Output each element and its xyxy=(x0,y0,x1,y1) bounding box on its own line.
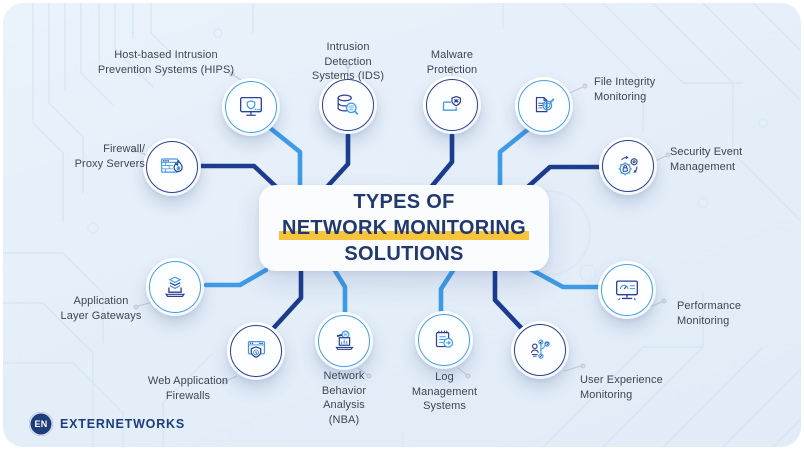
infographic-card: Host-based Intrusion Prevention Systems … xyxy=(3,3,801,447)
node-hips-label: Host-based Intrusion Prevention Systems … xyxy=(97,49,235,76)
gears-lock-icon xyxy=(618,155,638,176)
node-performance xyxy=(598,261,656,319)
laptop-layers-icon xyxy=(164,276,186,297)
node-app-layer-label: Application Layer Gateways xyxy=(60,295,142,322)
user-journey-icon xyxy=(530,339,550,359)
node-nba xyxy=(315,312,373,370)
node-firewall-label: Firewall/ Proxy Servers xyxy=(74,143,145,170)
node-web-app-firewall-label: Web Application Firewalls xyxy=(147,375,229,402)
connector-app-layer xyxy=(203,267,269,288)
logo-en-badge: EN xyxy=(29,412,53,436)
node-log-management-label: Log Management Systems xyxy=(411,371,478,413)
node-nba-label: Network Behavior Analysis (NBA) xyxy=(321,370,367,426)
connector-ids xyxy=(323,132,351,191)
connector-nba xyxy=(331,266,348,316)
node-ids-label: Intrusion Detection Systems (IDS) xyxy=(311,41,385,83)
connector-web-app-firewall xyxy=(267,267,304,335)
title-line-2-highlighted: NETWORK MONITORING xyxy=(279,215,529,241)
node-malware-label: Malware Protection xyxy=(426,49,478,76)
node-ids xyxy=(319,76,377,134)
laptop-bug-shield-icon xyxy=(442,95,462,111)
monitor-shield-icon xyxy=(240,96,262,116)
logo-name: EXTERNETWORKS xyxy=(60,417,185,431)
title-line-3: SOLUTIONS xyxy=(344,242,464,265)
connector-log xyxy=(438,266,457,315)
node-web-app-firewall xyxy=(227,322,285,380)
central-title-box: TYPES OF NETWORK MONITORING SOLUTIONS xyxy=(259,185,549,271)
node-file-integrity-label: File Integrity Monitoring xyxy=(594,76,656,103)
connector-file-integrity xyxy=(497,124,534,192)
document-shield-magnifier-icon xyxy=(535,96,555,113)
connector-performance xyxy=(527,266,603,290)
node-hips xyxy=(222,78,280,136)
notepad-sync-icon xyxy=(435,330,454,348)
node-security-event-label: Security Event Management xyxy=(670,146,743,173)
connector-user-experience xyxy=(492,267,529,336)
node-user-experience xyxy=(511,321,569,379)
monitor-gauge-icon xyxy=(616,280,638,301)
externetworks-logo: EN EXTERNETWORKS xyxy=(29,412,185,436)
node-file-integrity xyxy=(515,77,573,135)
title-line-1: TYPES OF xyxy=(353,190,455,213)
node-malware xyxy=(423,76,481,134)
connector-security-event xyxy=(518,164,602,196)
node-user-experience-label: User Experience Monitoring xyxy=(580,374,663,401)
node-log-management xyxy=(415,311,473,369)
node-performance-label: Performance Monitoring xyxy=(677,300,742,327)
connector-hips xyxy=(262,121,303,192)
connector-malware xyxy=(429,132,455,189)
firewall-flame-icon xyxy=(161,158,183,173)
node-firewall xyxy=(143,138,201,196)
browser-shield-icon xyxy=(247,341,266,358)
database-magnifier-icon xyxy=(337,94,359,115)
circuit-pattern-background xyxy=(3,3,801,447)
connector-lines xyxy=(131,63,671,385)
node-app-layer xyxy=(146,258,204,316)
laptop-chart-magnifier-icon xyxy=(335,330,354,350)
node-security-event xyxy=(599,137,657,195)
